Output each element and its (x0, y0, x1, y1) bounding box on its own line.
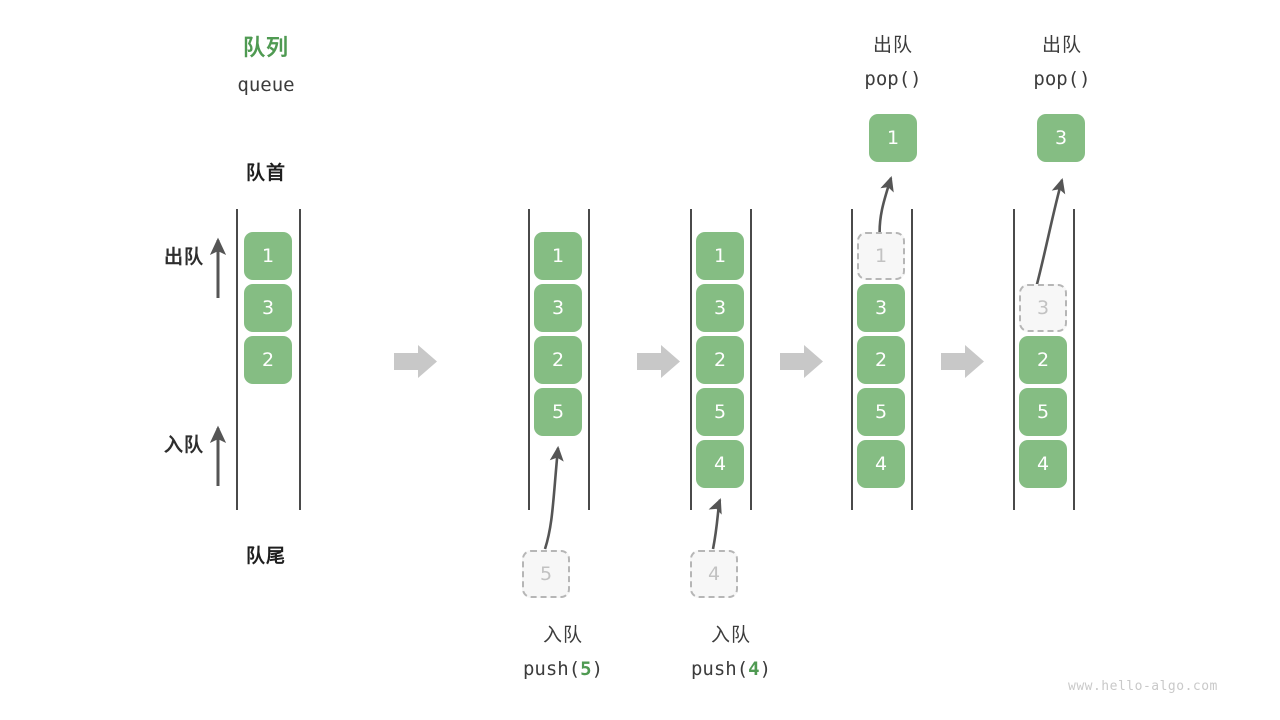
queue-rear-label: 队尾 (245, 545, 286, 567)
queue-cell: 1 (696, 232, 744, 280)
step-caption-code: pop() (1033, 68, 1091, 90)
popped-element: 3 (1037, 114, 1085, 162)
queue-cell: 2 (857, 336, 905, 384)
step-caption-code: push(5) (498, 656, 628, 682)
popped-element: 1 (869, 114, 917, 162)
queue-cell: 4 (1019, 440, 1067, 488)
queue-rail-right (1073, 209, 1075, 510)
queue-cell: 5 (1019, 388, 1067, 436)
page-subtitle: queue (237, 74, 295, 96)
code-arg: 5 (580, 658, 592, 680)
flow-arrow-4 (941, 345, 984, 378)
pop-motion-arrow-1 (878, 176, 894, 241)
step-caption-cn: 出队 (1041, 34, 1082, 56)
vacated-slot: 3 (1019, 284, 1067, 332)
queue-rail-left (528, 209, 530, 510)
queue-rail-right (588, 209, 590, 510)
code-fn: push( (522, 658, 581, 680)
queue-cell: 2 (244, 336, 292, 384)
watermark: www.hello-algo.com (1068, 679, 1218, 694)
queue-cell: 3 (244, 284, 292, 332)
push-motion-arrow-4 (708, 498, 722, 550)
queue-cell-new: 5 (534, 388, 582, 436)
queue-rail-right (750, 209, 752, 510)
queue-rail-left (236, 209, 238, 510)
queue-cell: 2 (1019, 336, 1067, 384)
queue-cell: 3 (534, 284, 582, 332)
queue-rail-left (851, 209, 853, 510)
queue-rail-left (690, 209, 692, 510)
code-arg: 4 (748, 658, 760, 680)
code-close: ) (591, 658, 604, 680)
push-direction-label: 入队 (163, 434, 204, 456)
queue-cell: 2 (534, 336, 582, 384)
incoming-element: 4 (690, 550, 738, 598)
queue-cell: 3 (696, 284, 744, 332)
vacated-slot: 1 (857, 232, 905, 280)
incoming-element: 5 (522, 550, 570, 598)
queue-cell: 1 (534, 232, 582, 280)
queue-rail-left (1013, 209, 1015, 510)
queue-cell: 5 (857, 388, 905, 436)
queue-rail-right (911, 209, 913, 510)
step-caption-cn: 入队 (710, 624, 751, 646)
push-motion-arrow-5 (543, 445, 564, 550)
step-caption-code: pop() (864, 68, 922, 90)
queue-cell: 5 (696, 388, 744, 436)
flow-arrow-2 (637, 345, 680, 378)
queue-rail-right (299, 209, 301, 510)
queue-cell-new: 4 (696, 440, 744, 488)
queue-cell: 1 (244, 232, 292, 280)
code-close: ) (759, 658, 772, 680)
queue-cell: 2 (696, 336, 744, 384)
queue-cell: 4 (857, 440, 905, 488)
queue-front-label: 队首 (245, 162, 286, 184)
page-title: 队列 (242, 36, 289, 61)
step-caption-code: push(4) (666, 656, 796, 682)
step-caption-cn: 出队 (872, 34, 913, 56)
flow-arrow-3 (780, 345, 823, 378)
flow-arrow-1 (394, 345, 437, 378)
step-caption-cn: 入队 (542, 624, 583, 646)
pop-direction-label: 出队 (163, 246, 204, 268)
code-fn: push( (690, 658, 749, 680)
pop-motion-arrow-3 (1034, 177, 1066, 289)
queue-cell: 3 (857, 284, 905, 332)
